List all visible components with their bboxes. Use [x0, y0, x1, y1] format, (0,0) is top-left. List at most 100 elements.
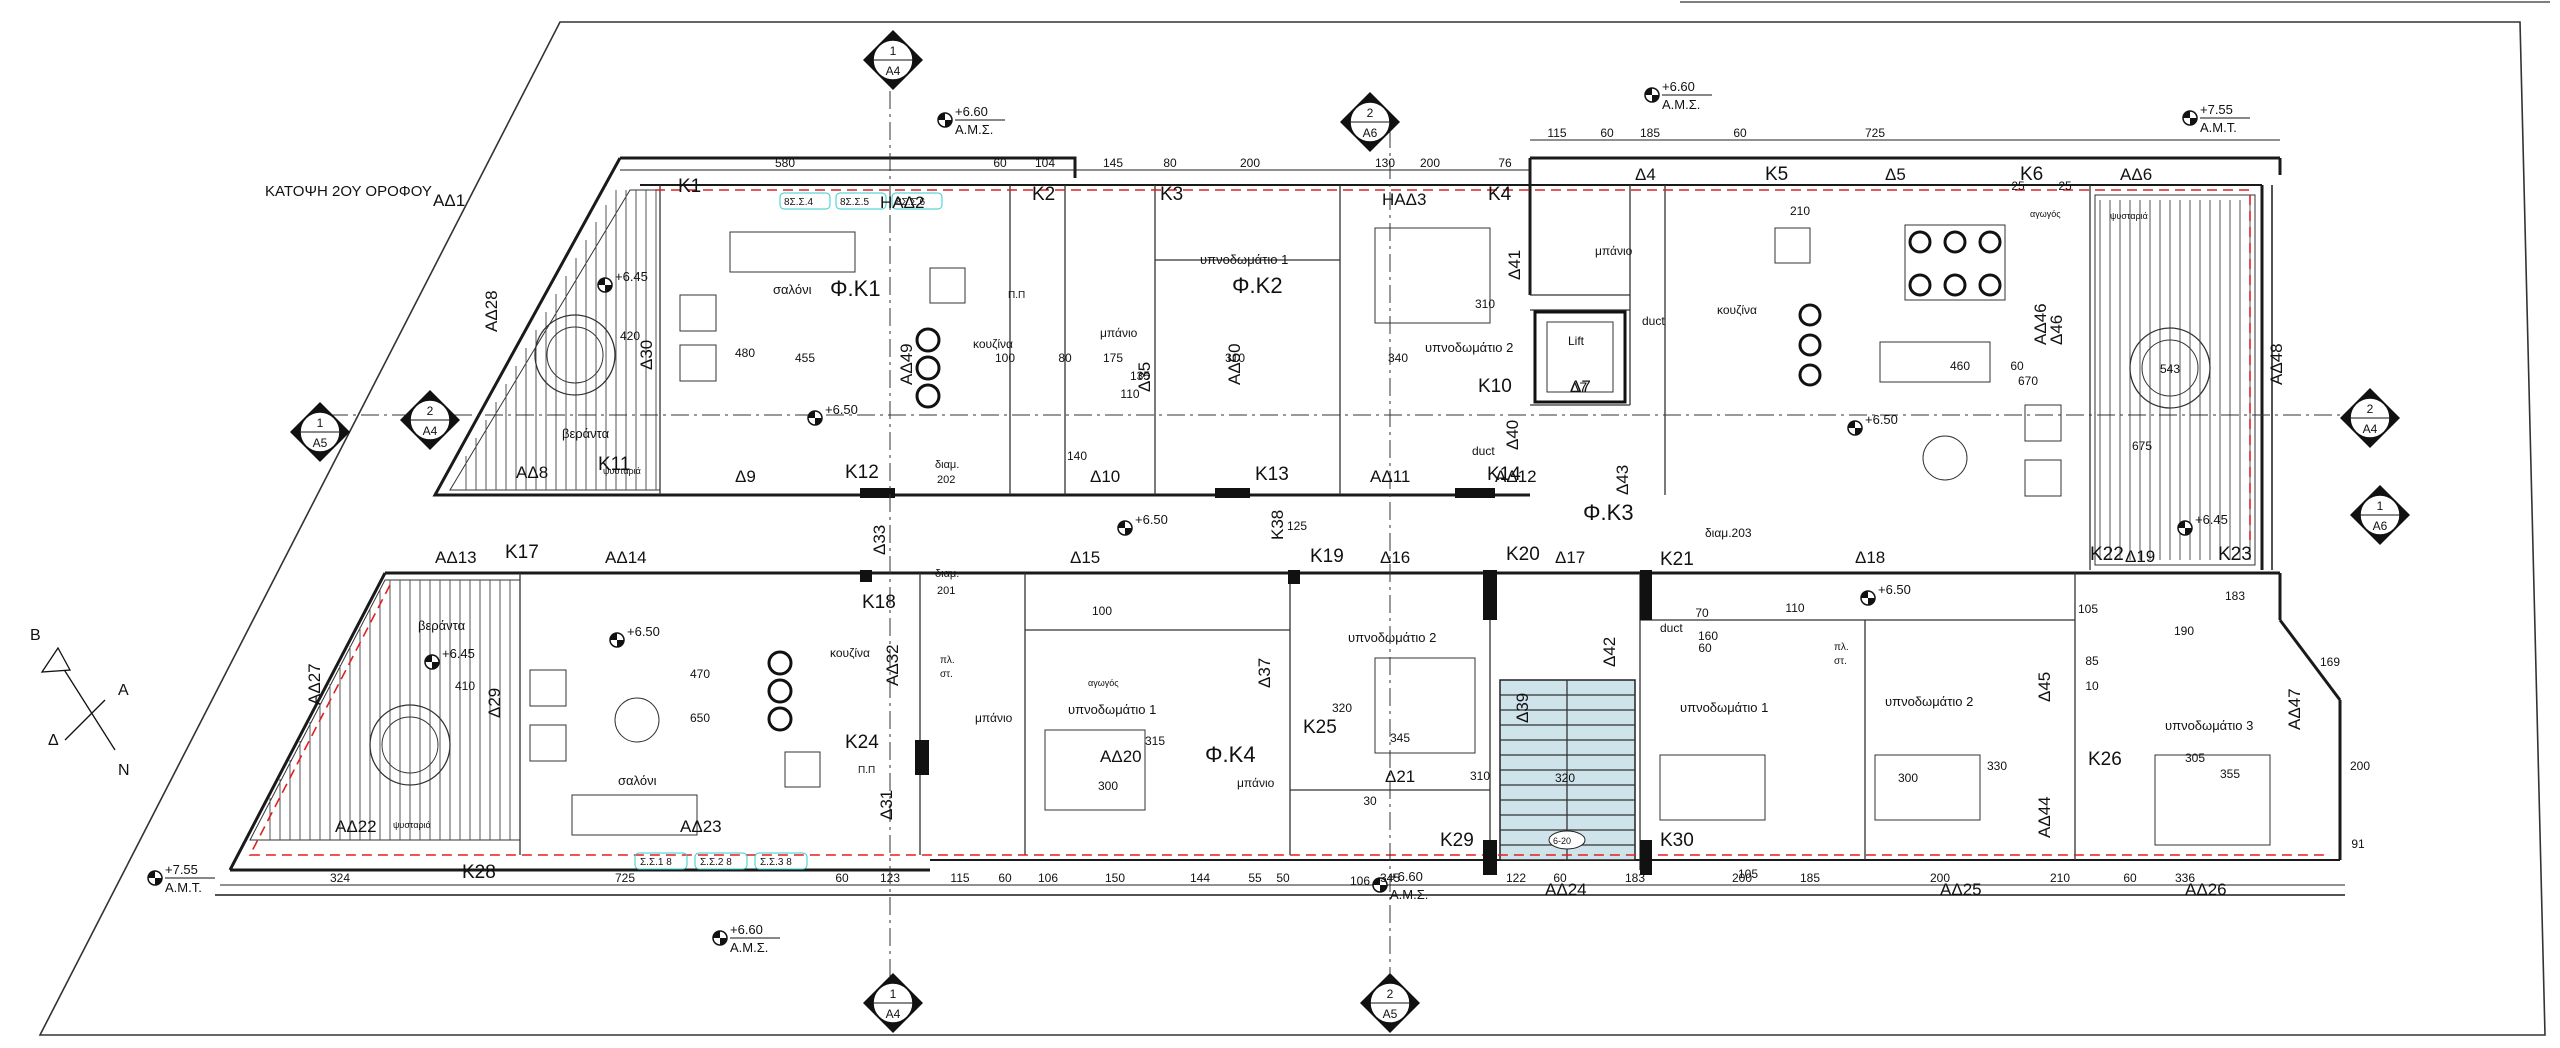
- dimension-text: 125: [1287, 519, 1307, 533]
- column-label: K3: [1160, 184, 1183, 205]
- room-label: ψυσταριά: [393, 820, 431, 830]
- dimension-text: 135: [1130, 369, 1150, 383]
- dimension-text: 340: [1388, 351, 1408, 365]
- section-marker-icon: 2A6: [1340, 92, 1400, 152]
- wall-label: Δ9: [735, 467, 756, 486]
- wall-label: Δ17: [1555, 548, 1585, 567]
- dimension-text: 80: [1058, 351, 1072, 365]
- wall-label: Δ31: [877, 790, 896, 820]
- level-value: +7.55: [165, 862, 198, 877]
- room-label: κουζίνα: [830, 646, 870, 660]
- level-mark: +6.60Α.Μ.Σ.: [712, 922, 780, 955]
- dimension-text: 30: [1363, 794, 1377, 808]
- wall-label: ΑΔ48: [2267, 343, 2286, 385]
- room-label: μπάνιο: [975, 711, 1013, 725]
- apartment-name: Φ.Κ1: [830, 276, 881, 301]
- wall-label: ΑΔ47: [2285, 688, 2304, 730]
- room-label: ψυσταριά: [603, 466, 641, 476]
- wall-label: ΑΔ20: [1100, 747, 1142, 766]
- drawing-title: ΚΑΤΟΨΗ 2ΟΥ ΟΡΟΦΟΥ: [265, 183, 432, 200]
- compass-letter: N: [118, 762, 130, 779]
- room-label: duct: [1660, 621, 1683, 635]
- dimension-text: 106: [1038, 871, 1058, 885]
- dimension-text: 60: [998, 871, 1012, 885]
- dimension-text: 123: [880, 871, 900, 885]
- level-mark: +6.60Α.Μ.Σ.: [937, 104, 1005, 137]
- wall-label-d7: Δ7: [1570, 379, 1587, 395]
- room-label: υπνοδωμάτιο 3: [2165, 718, 2253, 733]
- dimension-text: 104: [1035, 156, 1055, 170]
- dimension-text: 55: [1248, 871, 1262, 885]
- dimension-text: 150: [1105, 871, 1125, 885]
- level-label: Α.Μ.Σ.: [955, 122, 993, 137]
- dimension-text: 670: [2018, 374, 2038, 388]
- dimension-text: 460: [1950, 359, 1970, 373]
- dimension-text: 300: [1898, 771, 1918, 785]
- dimension-text: 185: [1800, 871, 1820, 885]
- wall-label: Δ29: [485, 688, 504, 718]
- wall-label: ΑΔ46: [2031, 303, 2050, 345]
- dimension-text: 130: [1375, 156, 1395, 170]
- level-mark: +7.55Α.Μ.Τ.: [147, 862, 215, 895]
- dimension-text: 145: [1103, 156, 1123, 170]
- wall-label: Δ45: [2035, 672, 2054, 702]
- veranda-lower-left-hatch: [249, 579, 521, 841]
- dimension-text: 10: [2085, 679, 2099, 693]
- room-label: κουζίνα: [1717, 303, 1757, 317]
- dimension-text: 320: [1555, 771, 1575, 785]
- room-label: duct: [1642, 314, 1665, 328]
- dimension-text: 315: [1145, 734, 1165, 748]
- window-tag: Σ.Σ.2 8: [700, 857, 732, 868]
- room-label: στ.: [940, 669, 953, 680]
- wall-label: ΑΔ32: [883, 644, 902, 686]
- window-tag: 8Σ.Σ.4: [784, 197, 813, 208]
- dimension-text: 200: [1420, 156, 1440, 170]
- section-marker-icon: 2A4: [2340, 388, 2400, 448]
- level-mark: +6.50: [1847, 412, 1898, 436]
- level-value: +6.50: [1865, 412, 1898, 427]
- level-mark: +6.50: [807, 402, 858, 426]
- column-label: K13: [1255, 464, 1289, 485]
- level-value: +6.45: [442, 646, 475, 661]
- level-value: +6.50: [1878, 582, 1911, 597]
- wall-label: Δ5: [1885, 165, 1906, 184]
- dimension-text: 310: [1225, 351, 1245, 365]
- dimension-text: 480: [735, 346, 755, 360]
- dimension-text: 345: [1380, 871, 1400, 885]
- level-value: +6.60: [1390, 869, 1423, 884]
- room-label: duct: [1472, 444, 1495, 458]
- dimension-text: 60: [2010, 359, 2024, 373]
- column-label: K25: [1303, 717, 1337, 738]
- dining-table-upper-left: [534, 314, 616, 396]
- column-label: K30: [1660, 830, 1694, 851]
- column-label: K6: [2020, 164, 2043, 185]
- dimension-text: 160: [1698, 629, 1718, 643]
- wall-label: ΑΔ23: [680, 817, 722, 836]
- dimension-text: 60: [2123, 871, 2137, 885]
- wall-label: ΑΔ12: [1495, 467, 1537, 486]
- room-label: στ.: [1834, 656, 1847, 667]
- column-label: K5: [1765, 164, 1788, 185]
- section-number: 1: [2377, 499, 2384, 513]
- room-label: μπάνιο: [1237, 776, 1275, 790]
- dimension-text: 345: [1390, 731, 1410, 745]
- section-marker-icon: 1A4: [863, 30, 923, 90]
- room-label: υπνοδωμάτιο 1: [1200, 252, 1288, 267]
- dimension-text: 50: [1276, 871, 1290, 885]
- column-label: K10: [1478, 376, 1512, 397]
- level-value: +6.60: [1662, 79, 1695, 94]
- window-tag: Σ.Σ.1 8: [640, 857, 672, 868]
- dimension-text: 115: [1547, 126, 1566, 140]
- level-value: +6.45: [615, 269, 648, 284]
- beds: [1044, 227, 2271, 846]
- dimension-text: 25: [2058, 179, 2072, 193]
- dimension-text: 200: [1240, 156, 1260, 170]
- dimension-text: 580: [775, 156, 795, 170]
- section-marker-icon: 1A5: [290, 402, 350, 462]
- section-sheet: A5: [1383, 1007, 1398, 1021]
- level-label: Α.Μ.Τ.: [165, 880, 202, 895]
- wall-label: ΑΔ11: [1370, 467, 1410, 486]
- dimension-text: 455: [795, 351, 815, 365]
